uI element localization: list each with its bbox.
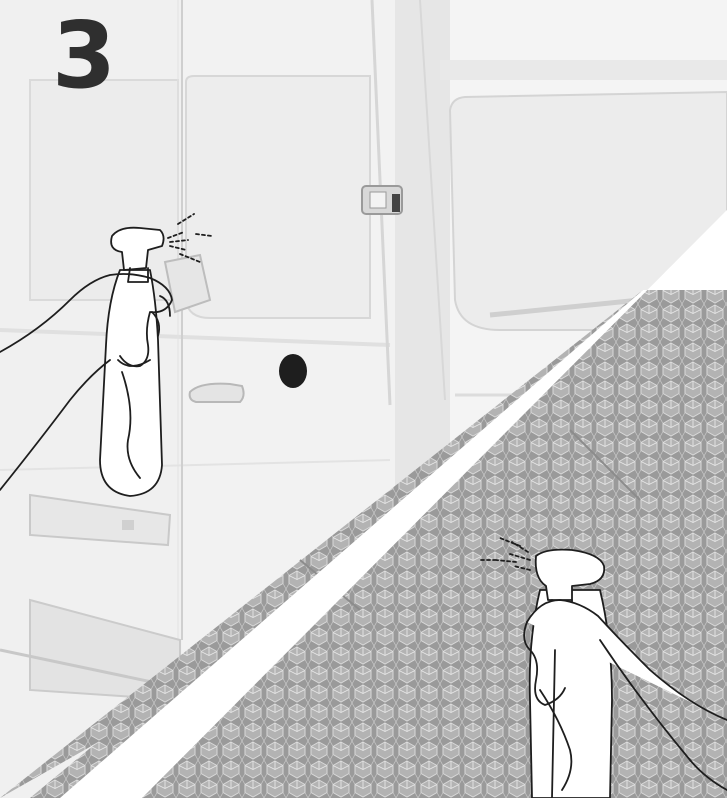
rear-window-panel bbox=[186, 76, 370, 318]
step-number: 3 bbox=[52, 10, 114, 102]
door-handle bbox=[190, 384, 244, 402]
door-lock bbox=[279, 354, 307, 388]
